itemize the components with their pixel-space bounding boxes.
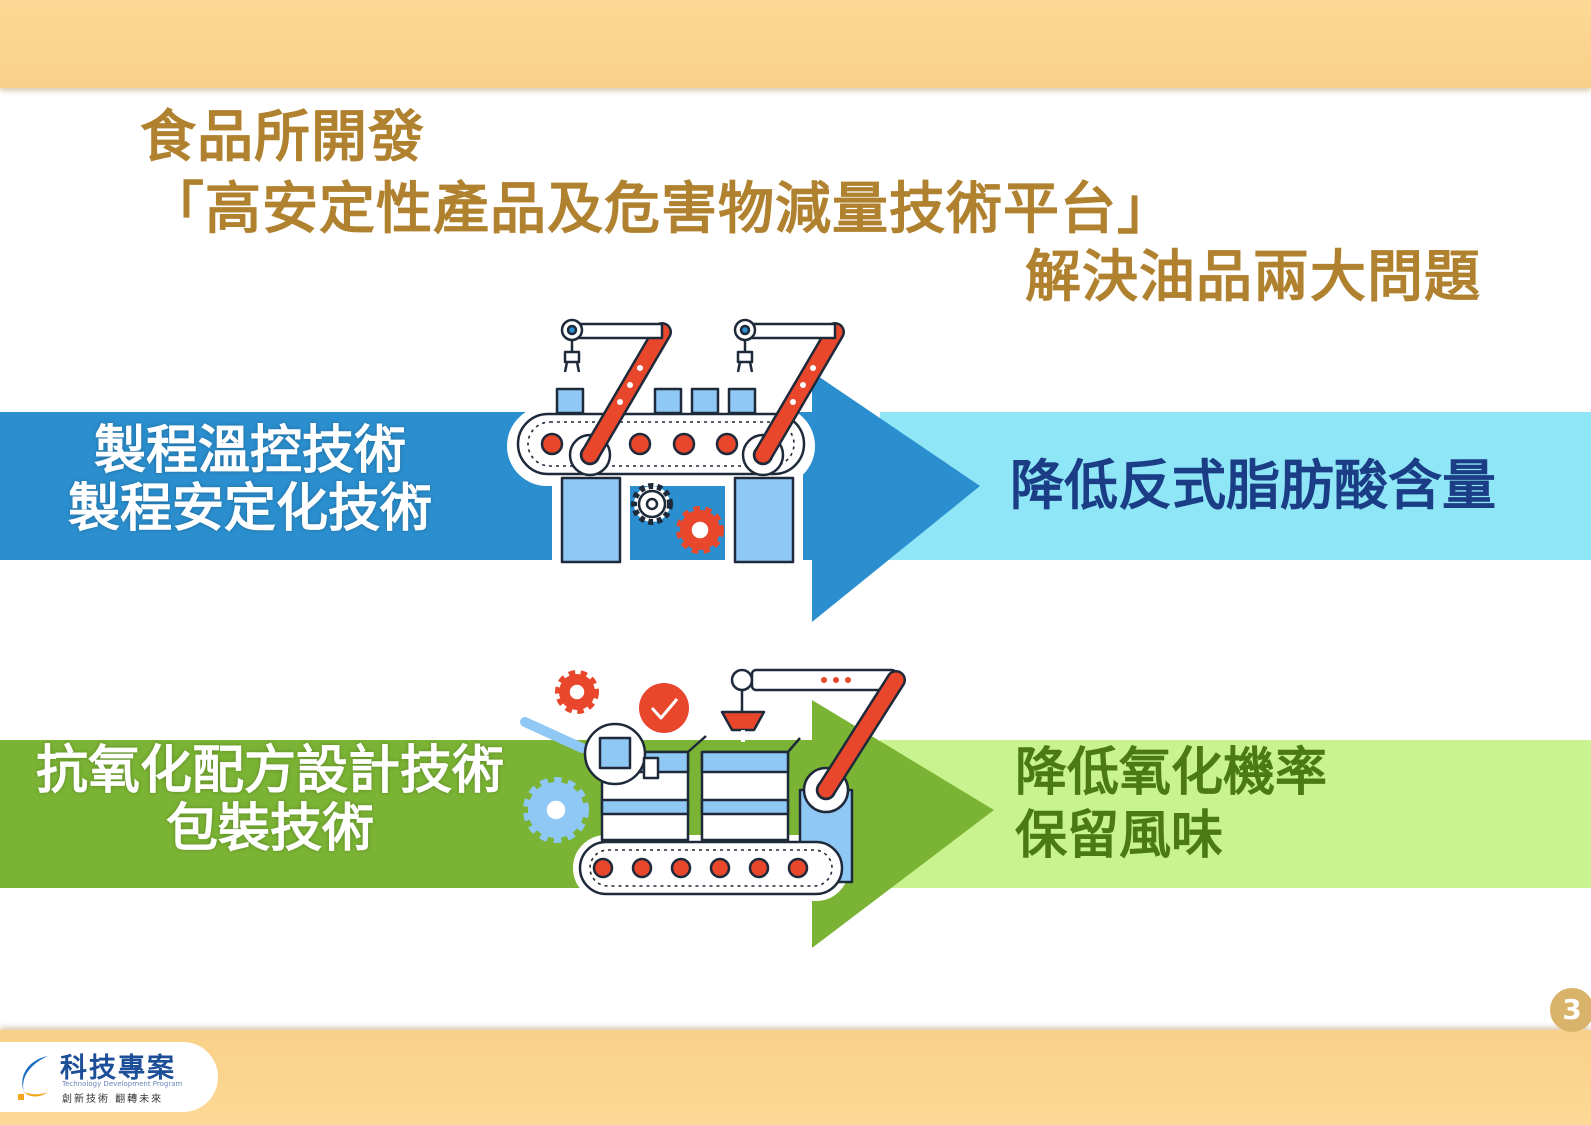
row2-outcome-labels: 降低氧化機率 保留風味 xyxy=(1015,742,1327,869)
row2-outcome-2: 保留風味 xyxy=(1015,806,1224,867)
bottom-banner xyxy=(0,1030,1591,1125)
row1-outcome-1: 降低反式脂肪酸含量 xyxy=(1010,454,1496,517)
top-banner xyxy=(0,0,1591,88)
packaging-machine-gears-icon xyxy=(520,668,906,901)
row1-method-2: 製程安定化技術 xyxy=(67,479,432,540)
page-number: 3 xyxy=(1550,988,1591,1032)
factory-robot-arms-conveyor-icon xyxy=(507,318,845,570)
row2-arrow xyxy=(812,700,994,948)
title-line-2: 「高安定性產品及危害物減量技術平台」 xyxy=(148,177,1174,242)
logo-swoosh-icon xyxy=(18,1056,48,1100)
row2-outcome-1: 降低氧化機率 xyxy=(1015,743,1328,803)
row2-method-labels: 抗氧化配方設計技術 包裝技術 xyxy=(20,741,520,860)
row1-right-band xyxy=(880,412,1591,560)
row2-right-band xyxy=(880,740,1591,888)
row1-method-labels: 製程溫控技術 製程安定化技術 xyxy=(40,421,460,540)
logo-tagline: 創新技術 翻轉未來 xyxy=(62,1094,164,1105)
logo-english: Technology Development Program xyxy=(62,1080,183,1088)
title-line-3: 解決油品兩大問題 xyxy=(1025,245,1481,310)
row2-method-2: 包裝技術 xyxy=(165,799,374,860)
row1-method-1: 製程溫控技術 xyxy=(93,421,406,481)
row2-method-1: 抗氧化配方設計技術 xyxy=(35,741,504,801)
row1-arrow xyxy=(812,372,980,622)
logo-title: 科技專案 xyxy=(60,1053,176,1084)
row1-outcome-labels: 降低反式脂肪酸含量 xyxy=(1010,454,1496,517)
title-line-1: 食品所開發 xyxy=(140,105,425,170)
program-logo: 科技專案 Technology Development Program 創新技術… xyxy=(0,1042,218,1112)
